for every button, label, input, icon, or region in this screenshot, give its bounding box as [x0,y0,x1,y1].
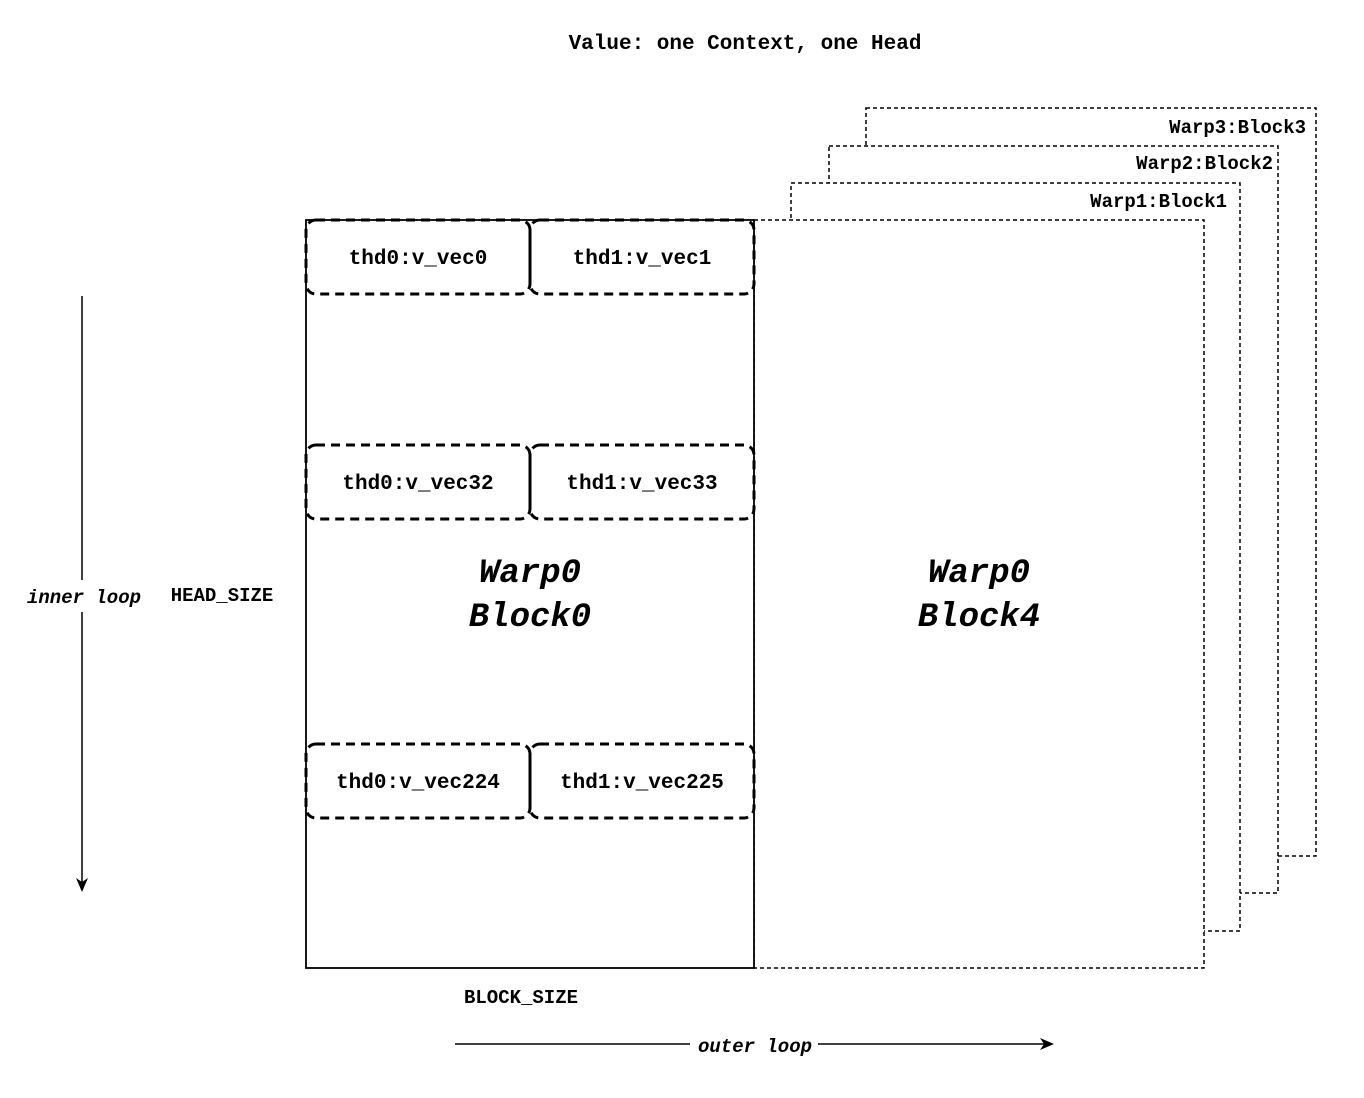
cell-box [528,218,756,296]
block4: Warp0 Block4 [753,219,1205,969]
inner-loop-arrow: inner loop [27,296,141,892]
block4-block-label: Block4 [918,599,1040,637]
outer-loop-label: outer loop [698,1036,812,1058]
cell-box [528,742,756,820]
cell-box [528,443,756,521]
cell-label: thd1:v_vec33 [566,473,717,496]
cell-box [304,742,532,820]
block0-warp-label: Warp0 [479,555,581,593]
outer-loop-arrow: outer loop [455,1036,1054,1058]
inner-loop-label: inner loop [27,587,141,609]
diagram-title: Value: one Context, one Head [569,33,922,56]
cell-label: thd0:v_vec224 [336,772,500,795]
cell-row-2: thd0:v_vec224 thd1:v_vec225 [304,742,756,820]
cell-label: thd0:v_vec32 [342,473,493,496]
head-size-label: HEAD_SIZE [171,585,274,607]
block0-block-label: Block0 [469,599,591,637]
cell-row-0: thd0:v_vec0 thd1:v_vec1 [304,218,756,296]
stacked-block-3-label: Warp3:Block3 [1169,117,1306,139]
stacked-block-2-label: Warp2:Block2 [1136,153,1273,175]
cell-label: thd1:v_vec1 [573,248,712,271]
block4-warp-label: Warp0 [928,555,1030,593]
stacked-block-1-label: Warp1:Block1 [1090,191,1227,213]
cell-box [304,443,532,521]
block0: Warp0 Block0 [305,219,755,969]
cell-row-1: thd0:v_vec32 thd1:v_vec33 [304,443,756,521]
cell-label: thd1:v_vec225 [560,772,724,795]
cell-label: thd0:v_vec0 [349,248,488,271]
cell-box [304,218,532,296]
block-size-label: BLOCK_SIZE [464,987,578,1009]
